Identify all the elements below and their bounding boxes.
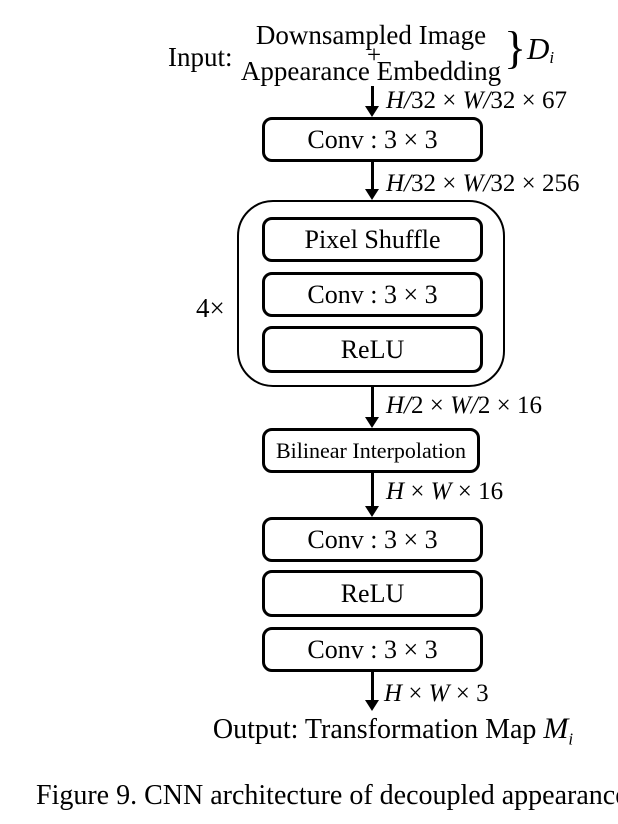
dim-label-4: H × W × 16	[386, 478, 504, 505]
script-m: M	[543, 712, 569, 745]
conv-block-3: Conv : 3 × 3	[262, 627, 483, 672]
repeat-count-label: 4×	[196, 293, 225, 323]
relu-block-loop: ReLU	[262, 326, 483, 373]
arrow-shaft	[370, 86, 374, 108]
arrow-head-icon	[365, 700, 379, 711]
relu-block-2: ReLU	[262, 570, 483, 617]
arrow-shaft	[370, 473, 374, 508]
conv-block-2: Conv : 3 × 3	[262, 517, 483, 562]
arrow-head-icon	[365, 106, 379, 117]
script-m-subscript: i	[568, 729, 574, 749]
plus-sign: +	[366, 42, 382, 69]
bilinear-interpolation-block: Bilinear Interpolation	[262, 428, 480, 473]
figure-caption: Figure 9. CNN architecture of decoupled …	[36, 780, 618, 811]
conv-block-loop: Conv : 3 × 3	[262, 272, 483, 317]
flow-arrow-5	[365, 672, 379, 711]
flow-arrow-1	[365, 86, 379, 117]
pixel-shuffle-block: Pixel Shuffle	[262, 217, 483, 262]
dim-label-2: H/32 × W/32 × 256	[386, 170, 580, 197]
arrow-head-icon	[365, 506, 379, 517]
arrow-shaft	[370, 162, 374, 191]
arrow-head-icon	[365, 417, 379, 428]
flow-arrow-3	[365, 387, 379, 428]
arrow-shaft	[370, 387, 374, 419]
input-line1: Downsampled Image	[255, 20, 487, 50]
arrow-shaft	[370, 672, 374, 702]
flow-arrow-4	[365, 473, 379, 517]
dim-label-5: H × W × 3	[384, 680, 489, 707]
output-label: Output: Transformation Map Mi	[213, 714, 573, 750]
conv-block-1: Conv : 3 × 3	[262, 117, 483, 162]
input-symbol-D: Di	[527, 33, 554, 68]
input-line2: Appearance Embedding	[240, 56, 502, 86]
script-d: D	[527, 31, 550, 66]
flow-arrow-2	[365, 162, 379, 200]
dim-label-3: H/2 × W/2 × 16	[386, 392, 542, 419]
dim-label-1: H/32 × W/32 × 67	[386, 87, 567, 114]
arrow-head-icon	[365, 189, 379, 200]
input-prefix-label: Input:	[168, 42, 233, 72]
script-d-subscript: i	[549, 48, 555, 68]
output-text: Output: Transformation Map	[212, 714, 544, 745]
grouping-brace: }	[504, 22, 527, 73]
